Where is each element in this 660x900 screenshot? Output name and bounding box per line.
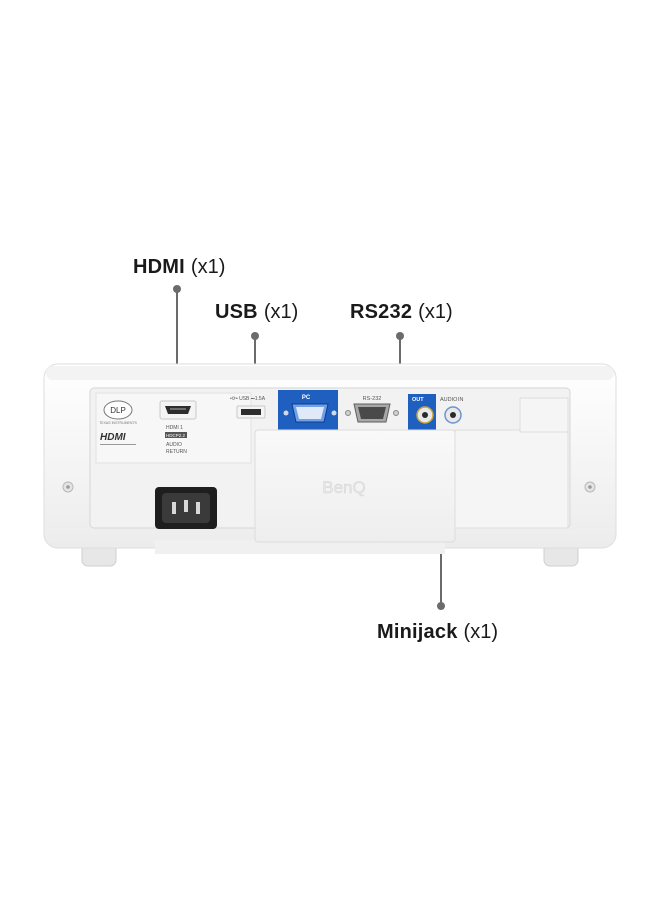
hdmi-callout-count: (x1) [190, 256, 226, 278]
usb-callout-label: USB [215, 301, 258, 323]
hdmi-leader-line [176, 289, 178, 374]
rs232-port: RS-232 [345, 396, 399, 423]
rs232-callout-label: RS232 [350, 301, 413, 323]
hdmi-logo: HDMI [100, 432, 136, 445]
minijack-callout-label: Minijack [377, 621, 458, 643]
svg-text:RS-232: RS-232 [363, 396, 382, 402]
svg-text:OUT: OUT [412, 397, 424, 403]
dlp-logo: DLP TEXAS INSTRUMENTS [99, 400, 138, 425]
usb-leader-line [254, 336, 256, 374]
svg-text:•⟳• USB ⎓1.5A: •⟳• USB ⎓1.5A [230, 396, 266, 402]
svg-text:TEXAS INSTRUMENTS: TEXAS INSTRUMENTS [99, 421, 137, 425]
usb-callout-count: (x1) [263, 301, 299, 323]
rear-cover: BenQ [254, 397, 569, 543]
svg-text:HDCP2.2: HDCP2.2 [166, 433, 186, 438]
svg-text:HDMI: HDMI [100, 432, 126, 443]
rs232-leader-line [399, 336, 401, 374]
svg-text:DLP: DLP [110, 406, 126, 415]
svg-text:RETURN: RETURN [166, 449, 187, 455]
hdmi-callout: HDMI(x1) [133, 257, 225, 277]
svg-text:PC: PC [302, 395, 311, 401]
minijack-leader-dot [437, 602, 445, 610]
usb-port: •⟳• USB ⎓1.5A [230, 396, 266, 419]
rs232-callout: RS232(x1) [350, 302, 453, 322]
rs232-callout-count: (x1) [418, 301, 453, 323]
pc-vga-port: PC [278, 390, 338, 430]
minijack-callout-count: (x1) [463, 621, 498, 643]
benq-logo: BenQ [322, 478, 365, 497]
usb-callout: USB(x1) [215, 302, 298, 322]
screw-icon [62, 481, 596, 493]
minijack-callout: Minijack(x1) [377, 622, 498, 642]
hdmi-callout-label: HDMI [133, 256, 185, 278]
audio-minijack-ports: OUT AUDIO IN [408, 394, 464, 430]
svg-text:AUDIO: AUDIO [166, 442, 182, 448]
hdmi-port: HDMI 1 HDCP2.2 AUDIO RETURN [159, 400, 197, 455]
svg-text:AUDIO: AUDIO [440, 397, 458, 403]
power-inlet-icon [155, 487, 217, 529]
minijack-leader-line [440, 548, 442, 604]
svg-text:HDMI 1: HDMI 1 [166, 425, 183, 431]
svg-text:IN: IN [458, 397, 464, 403]
